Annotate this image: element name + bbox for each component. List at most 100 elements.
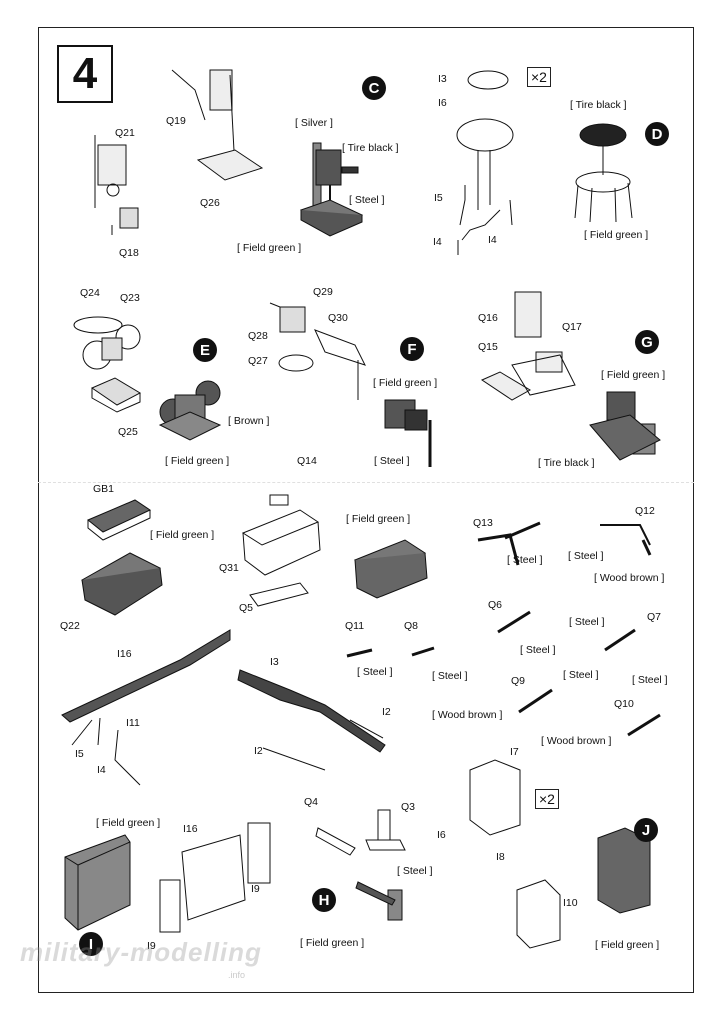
part-q25: Q25 xyxy=(118,426,138,438)
paint-wood-q10: [ Wood brown ] xyxy=(541,735,612,747)
grinder-exploded xyxy=(73,316,142,413)
part-i9-right: I9 xyxy=(251,883,260,895)
grinder-assembled xyxy=(158,380,222,441)
part-q13: Q13 xyxy=(473,517,493,529)
stool-assembled xyxy=(574,123,633,223)
paint-silver: [ Silver ] xyxy=(295,117,333,129)
vise-assembled xyxy=(384,399,432,467)
paint-field-green-g: [ Field green ] xyxy=(601,369,666,381)
paint-steel-q6: [ Steel ] xyxy=(520,644,556,656)
part-q5: Q5 xyxy=(239,602,254,614)
toolbox-assembled xyxy=(353,539,428,599)
generator-exploded xyxy=(480,291,576,401)
part-i9-left: I9 xyxy=(147,940,156,952)
part-q3: Q3 xyxy=(401,801,416,813)
part-q7: Q7 xyxy=(647,611,662,623)
part-i7: I7 xyxy=(510,746,519,758)
part-q31: Q31 xyxy=(219,562,239,574)
paint-field-green-e: [ Field green ] xyxy=(165,455,230,467)
paint-steel-f: [ Steel ] xyxy=(374,455,410,467)
part-i11: I11 xyxy=(126,717,140,729)
paint-field-green-h: [ Field green ] xyxy=(300,937,365,949)
part-q28: Q28 xyxy=(248,330,268,342)
page-frame xyxy=(38,27,694,993)
ammo-trays xyxy=(81,499,163,616)
part-q16: Q16 xyxy=(478,312,498,324)
part-q18: Q18 xyxy=(119,247,139,259)
paint-brown-e: [ Brown ] xyxy=(228,415,270,427)
paint-steel-q12: [ Steel ] xyxy=(568,550,604,562)
part-i3: I3 xyxy=(438,73,447,85)
part-i6-rack: I6 xyxy=(437,829,446,841)
toolbox-exploded xyxy=(241,494,321,607)
vise-exploded xyxy=(269,302,366,400)
part-i2-upper: I2 xyxy=(382,706,391,718)
part-q12: Q12 xyxy=(635,505,655,517)
sign-stands xyxy=(315,809,406,921)
badge-f: F xyxy=(400,337,424,361)
part-q23: Q23 xyxy=(120,292,140,304)
paint-steel-q8: [ Steel ] xyxy=(432,670,468,682)
machine-gun-exploded xyxy=(237,669,386,771)
paint-field-green-j: [ Field green ] xyxy=(595,939,660,951)
paint-steel-h: [ Steel ] xyxy=(397,865,433,877)
drill-press-assembled xyxy=(299,142,364,237)
multiplier-x2-rack: ×2 xyxy=(535,789,559,809)
badge-d: D xyxy=(645,122,669,146)
paint-steel-q7: [ Steel ] xyxy=(569,616,605,628)
paint-field-green-i: [ Field green ] xyxy=(96,817,161,829)
stool-exploded xyxy=(456,70,514,255)
ammo-can xyxy=(64,834,131,931)
part-gb1: GB1 xyxy=(93,483,115,495)
part-q26: Q26 xyxy=(200,197,220,209)
magazine-racks xyxy=(469,759,651,949)
part-q19: Q19 xyxy=(166,115,186,127)
part-q17: Q17 xyxy=(562,321,582,333)
step-number: 4 xyxy=(57,45,113,103)
generator-assembled xyxy=(589,391,661,461)
part-q4: Q4 xyxy=(304,796,319,808)
part-q21: Q21 xyxy=(115,127,135,139)
rifle-exploded xyxy=(61,629,231,786)
part-i4-right: I4 xyxy=(488,234,497,246)
part-q6: Q6 xyxy=(488,599,503,611)
part-q22: Q22 xyxy=(60,620,80,632)
paint-wood-q12: [ Wood brown ] xyxy=(594,572,665,584)
cabinet-exploded xyxy=(159,822,271,933)
part-i5-rifle: I5 xyxy=(75,748,84,760)
badge-c: C xyxy=(362,76,386,100)
paint-steel-q9: [ Steel ] xyxy=(563,669,599,681)
part-i4-left: I4 xyxy=(433,236,442,248)
part-i8: I8 xyxy=(496,851,505,863)
watermark-sub: .info xyxy=(228,970,246,980)
watermark: military-modelling xyxy=(20,937,262,967)
paint-steel-c: [ Steel ] xyxy=(349,194,385,206)
part-q14: Q14 xyxy=(297,455,317,467)
badge-i: I xyxy=(79,932,103,956)
part-q9: Q9 xyxy=(511,675,526,687)
badge-j: J xyxy=(634,818,658,842)
part-q24: Q24 xyxy=(80,287,100,299)
part-i16-rifle: I16 xyxy=(117,648,132,660)
badge-e: E xyxy=(193,338,217,362)
part-i3-gun: I3 xyxy=(270,656,279,668)
part-i4-rifle: I4 xyxy=(97,764,106,776)
part-q30: Q30 xyxy=(328,312,348,324)
paint-steel-q10: [ Steel ] xyxy=(632,674,668,686)
part-i5: I5 xyxy=(434,192,443,204)
part-q10: Q10 xyxy=(614,698,634,710)
paint-tire-black-c: [ Tire black ] xyxy=(342,142,399,154)
part-i10: I10 xyxy=(563,897,578,909)
part-q29: Q29 xyxy=(313,286,333,298)
paint-field-green-c: [ Field green ] xyxy=(237,242,302,254)
paint-wood-q9: [ Wood brown ] xyxy=(432,709,503,721)
part-q11: Q11 xyxy=(345,620,365,632)
paint-field-green-f: [ Field green ] xyxy=(373,377,438,389)
paint-field-green-d: [ Field green ] xyxy=(584,229,649,241)
fold-line xyxy=(38,482,694,483)
hand-tools xyxy=(346,521,661,737)
paint-steel-q13: [ Steel ] xyxy=(507,554,543,566)
part-i2-lower: I2 xyxy=(254,745,263,757)
paint-field-green-box: [ Field green ] xyxy=(346,513,411,525)
